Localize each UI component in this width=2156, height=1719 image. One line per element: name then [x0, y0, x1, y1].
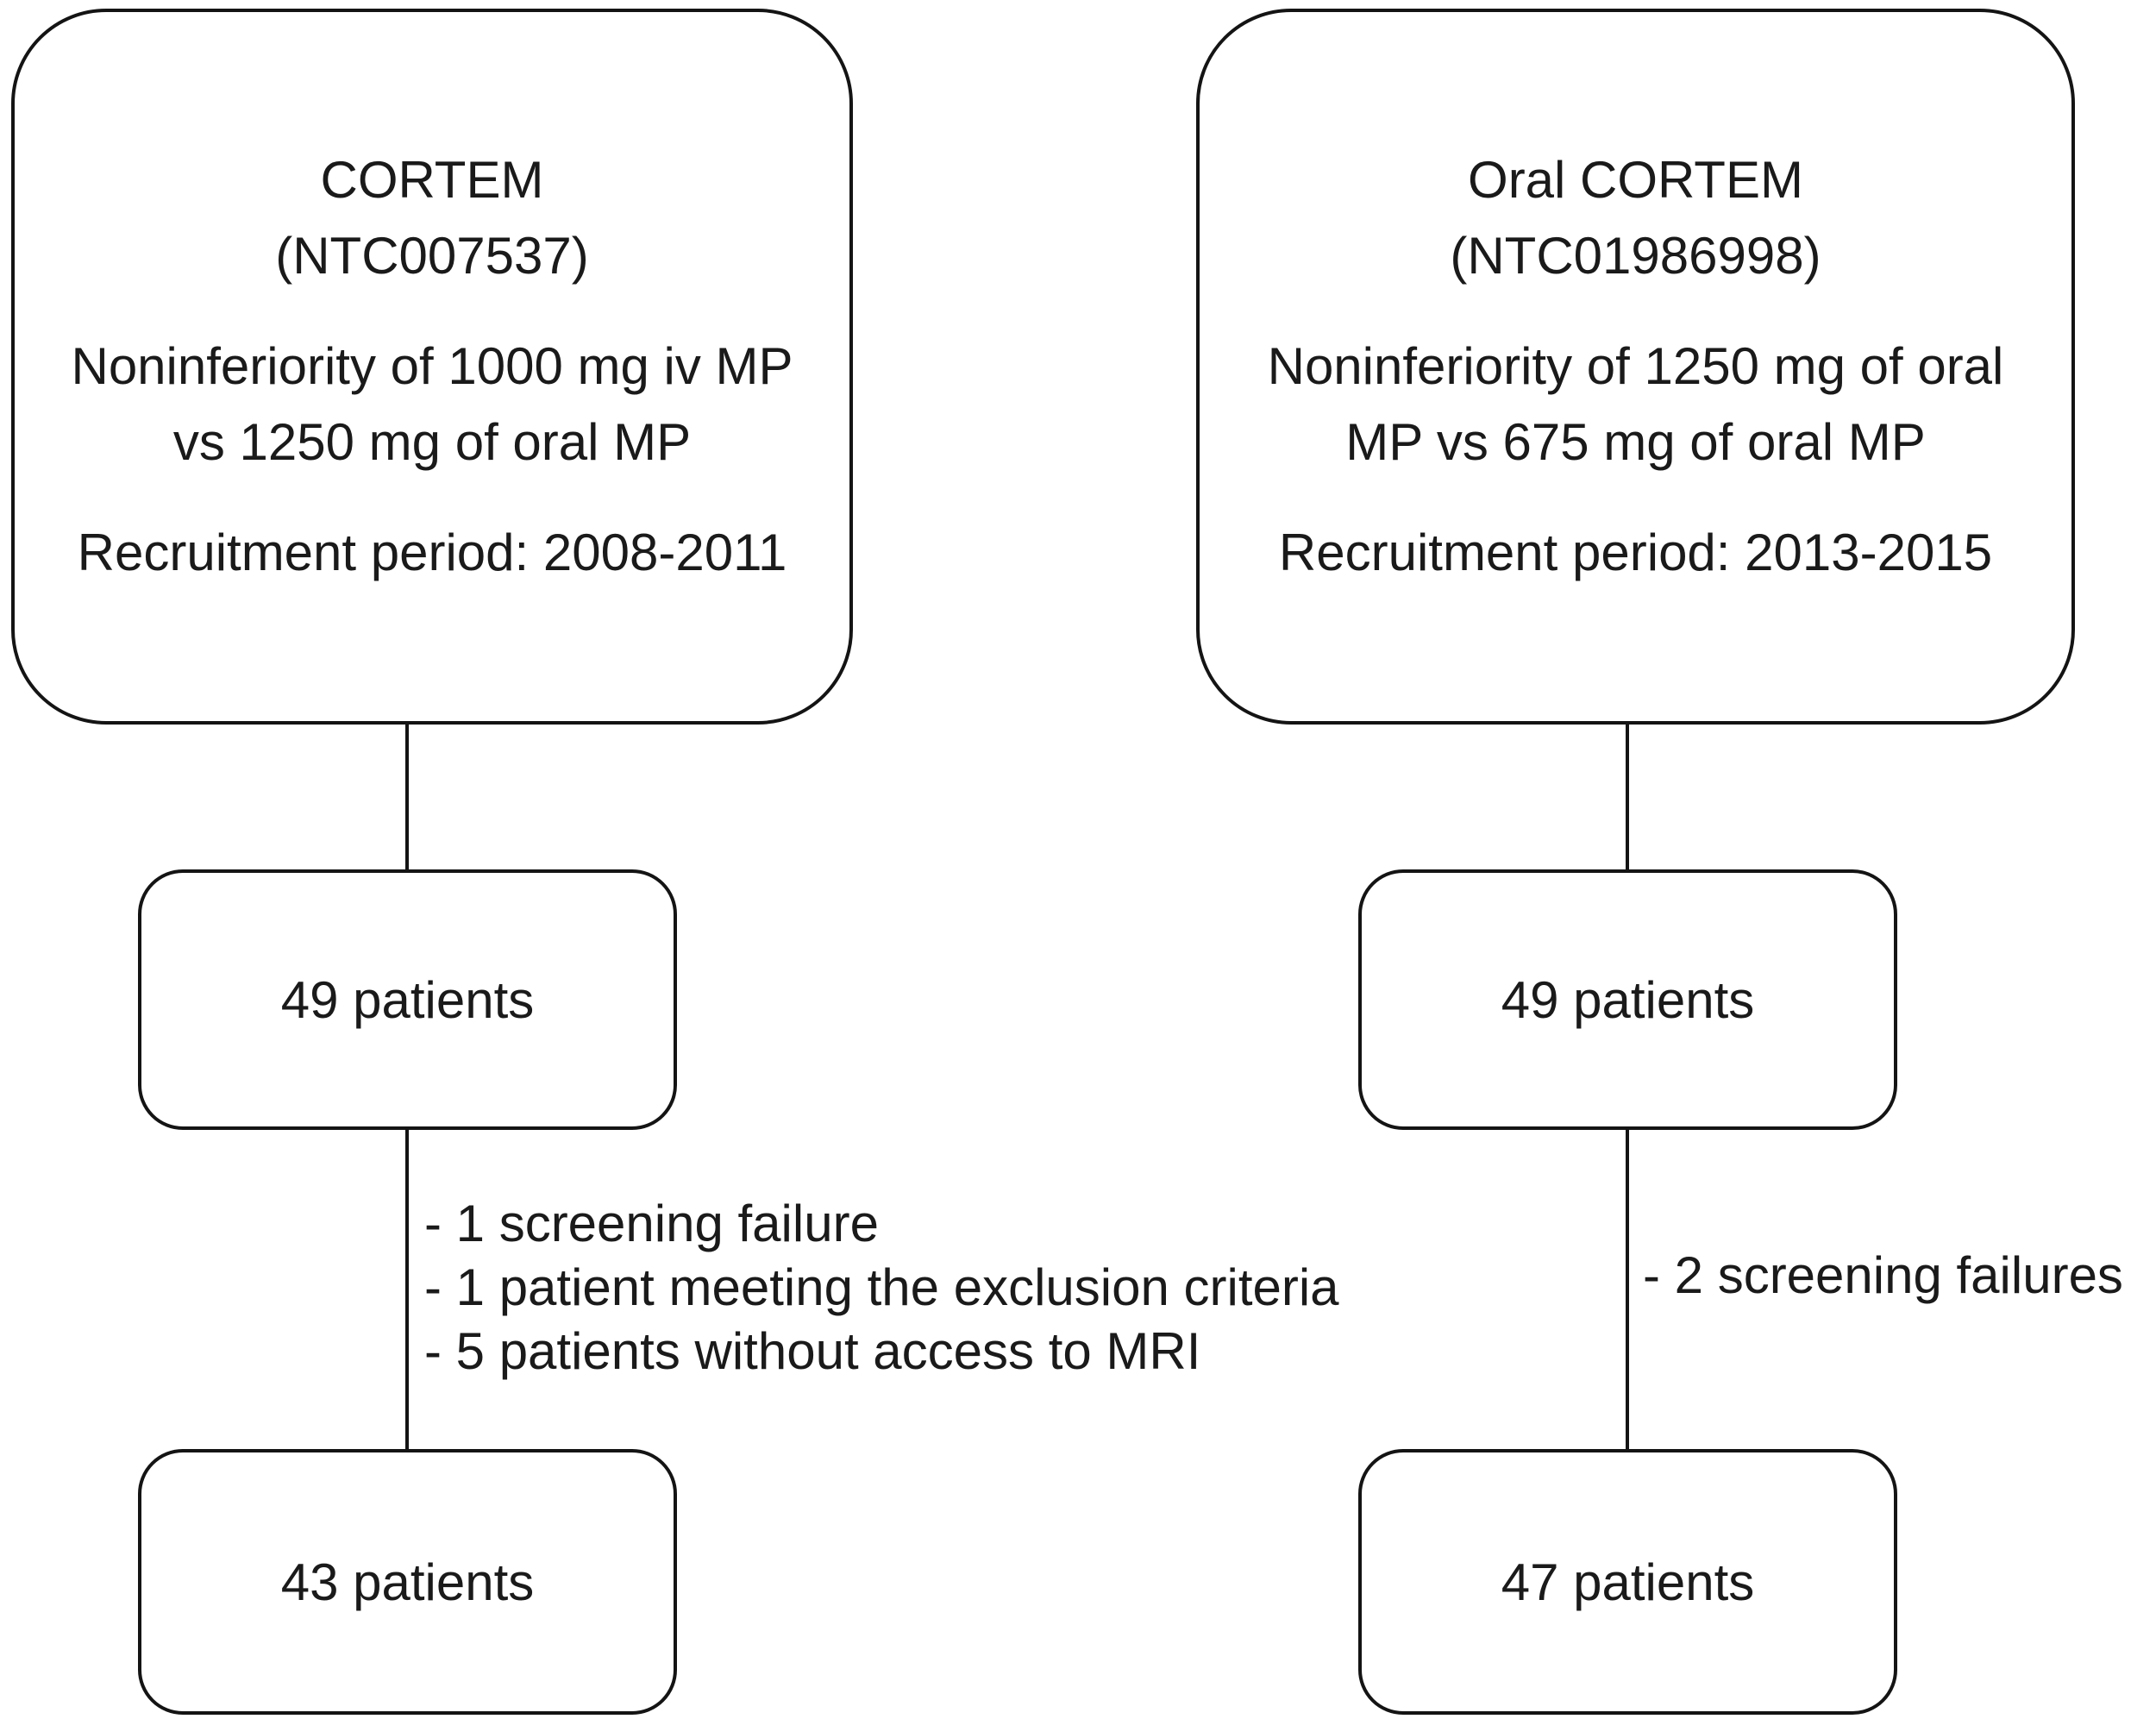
final-count: 47 patients: [1501, 1553, 1755, 1611]
study-title-block: CORTEM (NTC007537): [275, 142, 589, 294]
exclusion-note-line: - 5 patients without access to MRI: [424, 1322, 1201, 1380]
recruitment-period: Recruitment period: 2013-2015: [1278, 524, 1993, 581]
study-description-line2: vs 1250 mg of oral MP: [172, 413, 692, 471]
study-title: CORTEM: [320, 151, 544, 209]
recruitment-period: Recruitment period: 2008-2011: [77, 524, 787, 581]
final-count: 43 patients: [280, 1553, 535, 1611]
connector-line: [405, 723, 409, 871]
connector-line: [1626, 723, 1629, 871]
study-box-cortem: CORTEM (NTC007537) Noninferiority of 1000…: [11, 9, 853, 725]
study-registry-id: (NTC007537): [275, 227, 589, 285]
exclusion-note-line: - 1 screening failure: [424, 1195, 879, 1252]
connector-line: [1626, 1128, 1629, 1452]
connector-line: [405, 1128, 409, 1452]
study-description-block: Noninferiority of 1250 mg of oral MP vs 6…: [1268, 329, 2004, 480]
exclusion-note-line: - 2 screening failures: [1643, 1246, 2123, 1304]
study-box-oral-cortem: Oral CORTEM (NTC01986998) Noninferiority …: [1196, 9, 2075, 725]
study-description-line2: MP vs 675 mg of oral MP: [1345, 413, 1926, 471]
enrolled-box-right: 49 patients: [1358, 869, 1897, 1130]
enrolled-count: 49 patients: [1501, 970, 1755, 1029]
study-description-block: Noninferiority of 1000 mg iv MP vs 1250 m…: [71, 329, 793, 480]
exclusion-notes-right: - 2 screening failures: [1643, 1244, 2123, 1308]
final-box-right: 47 patients: [1358, 1449, 1897, 1715]
enrolled-count: 49 patients: [280, 970, 535, 1029]
study-title: Oral CORTEM: [1468, 151, 1803, 209]
study-description-line1: Noninferiority of 1250 mg of oral: [1267, 337, 2004, 395]
final-box-left: 43 patients: [138, 1449, 677, 1715]
exclusion-notes-left: - 1 screening failure - 1 patient meetin…: [424, 1192, 1339, 1383]
study-description-line1: Noninferiority of 1000 mg iv MP: [71, 337, 793, 395]
exclusion-note-line: - 1 patient meeting the exclusion criter…: [424, 1258, 1339, 1316]
study-registry-id: (NTC01986998): [1450, 227, 1821, 285]
enrolled-box-left: 49 patients: [138, 869, 677, 1130]
study-title-block: Oral CORTEM (NTC01986998): [1450, 142, 1821, 294]
